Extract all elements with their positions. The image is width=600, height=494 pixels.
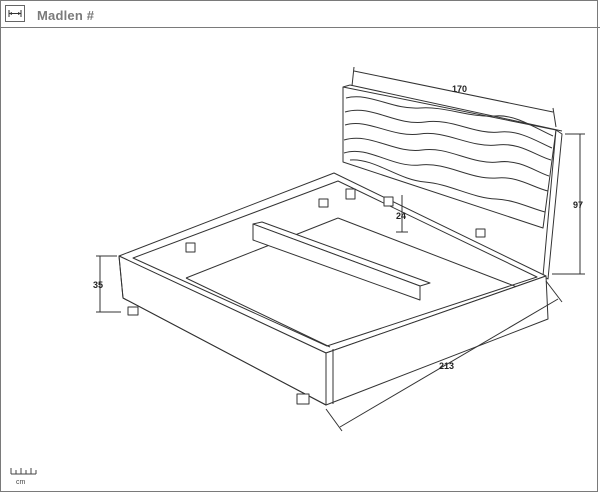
width-dimension-icon[interactable]: [5, 5, 25, 22]
dim-slat-gap: 24: [396, 211, 406, 221]
dim-headboard-height: 97: [573, 200, 583, 210]
headboard: [342, 84, 563, 280]
dim-frame-height: 35: [93, 280, 103, 290]
bed-frame: [118, 172, 549, 406]
scale-ruler: [10, 468, 37, 475]
scale-unit-label: cm: [16, 479, 26, 486]
slat-brackets: [185, 188, 486, 253]
dim-bed-length: 213: [439, 361, 454, 371]
header-divider: [0, 27, 600, 28]
dim-headboard-width: 170: [452, 84, 467, 94]
header-bar: Madlen #: [0, 0, 600, 30]
dimension-lines: [96, 66, 585, 432]
page-title: Madlen #: [37, 8, 95, 23]
